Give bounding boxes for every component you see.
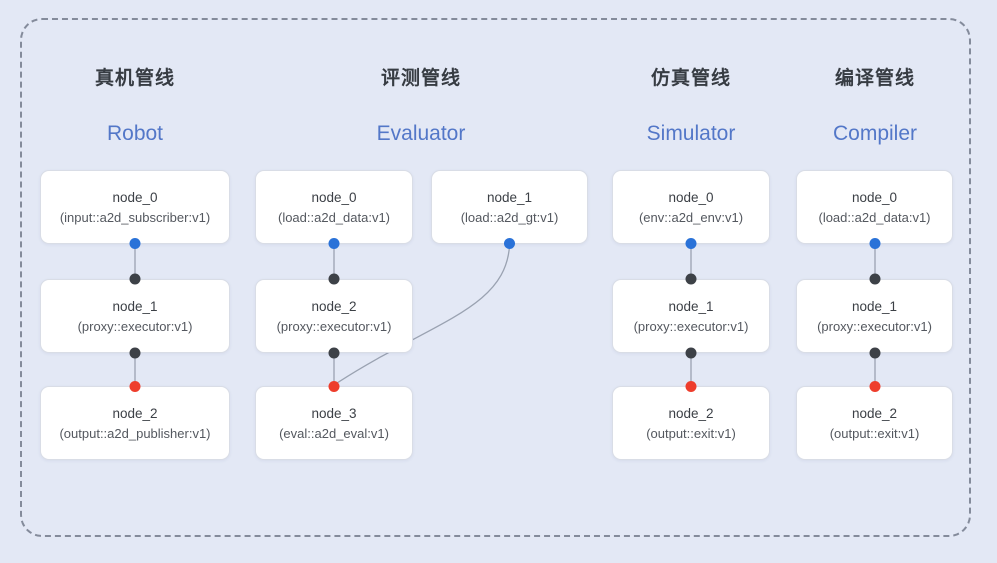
node-robot-2: node_2 (output::a2d_publisher:v1) [40,386,230,460]
node-name: node_1 [112,298,158,314]
node-name: node_1 [486,189,533,205]
node-simulator-2: node_2 (output::exit:v1) [612,386,770,460]
node-name: node_1 [851,298,898,314]
node-compiler-2: node_2 (output::exit:v1) [796,386,953,460]
node-name: node_3 [311,405,357,421]
node-type: (output::a2d_publisher:v1) [59,425,211,441]
node-simulator-1: node_1 (proxy::executor:v1) [612,279,770,353]
pipeline-title-cn-evaluator: 评测管线 [380,68,461,89]
node-simulator-0: node_0 (env::a2d_env:v1) [612,170,770,244]
node-name: node_2 [112,405,158,421]
node-type: (proxy::executor:v1) [276,318,392,334]
node-evaluator-1: node_1 (load::a2d_gt:v1) [431,170,588,244]
pipeline-title-cn-robot: 真机管线 [94,68,175,89]
pipeline-title-en-evaluator: Evaluator [376,122,466,145]
node-name: node_0 [851,189,898,205]
node-type: (proxy::executor:v1) [633,318,749,334]
pipeline-title-cn-compiler: 编译管线 [834,68,915,89]
node-type: (output::exit:v1) [646,425,736,441]
node-type: (proxy::executor:v1) [77,318,193,334]
node-type: (load::a2d_data:v1) [818,209,931,225]
node-type: (load::a2d_gt:v1) [460,209,559,225]
dashed-boundary [20,18,971,537]
node-type: (input::a2d_subscriber:v1) [59,209,211,225]
node-type: (env::a2d_env:v1) [638,209,744,225]
node-evaluator-3: node_3 (eval::a2d_eval:v1) [255,386,413,460]
node-evaluator-0: node_0 (load::a2d_data:v1) [255,170,413,244]
node-robot-0: node_0 (input::a2d_subscriber:v1) [40,170,230,244]
pipeline-title-en-robot: Robot [106,122,164,145]
node-name: node_2 [851,405,898,421]
pipeline-title-en-compiler: Compiler [832,122,918,145]
node-compiler-0: node_0 (load::a2d_data:v1) [796,170,953,244]
node-name: node_2 [668,405,714,421]
node-name: node_0 [112,189,158,205]
node-name: node_0 [311,189,357,205]
node-type: (output::exit:v1) [829,425,920,441]
node-name: node_0 [668,189,714,205]
node-type: (eval::a2d_eval:v1) [279,425,389,441]
node-type: (load::a2d_data:v1) [277,209,391,225]
node-name: node_1 [668,298,714,314]
node-compiler-1: node_1 (proxy::executor:v1) [796,279,953,353]
node-name: node_2 [311,298,357,314]
node-robot-1: node_1 (proxy::executor:v1) [40,279,230,353]
pipeline-title-cn-simulator: 仿真管线 [650,68,731,89]
node-type: (proxy::executor:v1) [817,318,932,334]
node-evaluator-2: node_2 (proxy::executor:v1) [255,279,413,353]
pipeline-title-en-simulator: Simulator [646,122,736,145]
